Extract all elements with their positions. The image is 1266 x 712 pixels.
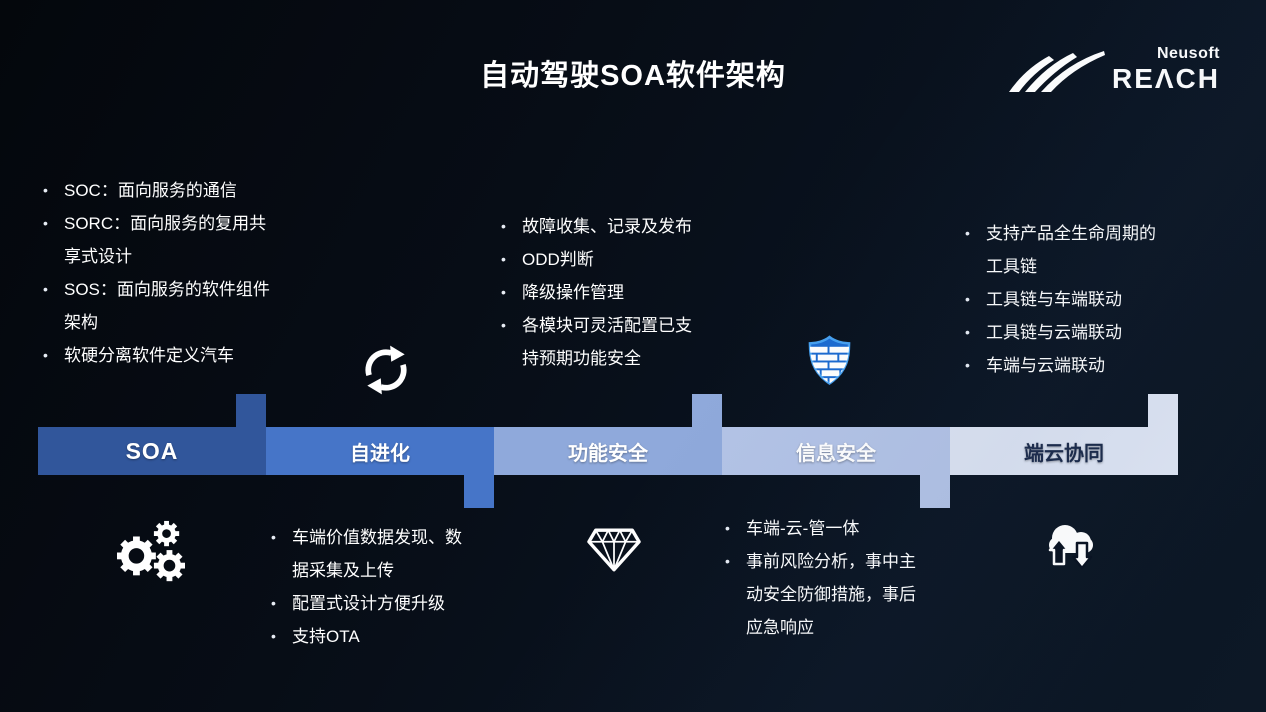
bullet-item: 车端与云端联动 — [962, 349, 1170, 382]
bullet-item: 支持OTA — [268, 620, 476, 653]
bullet-item: 故障收集、记录及发布 — [498, 210, 706, 243]
bullet-item: 车端价值数据发现、数据采集及上传 — [268, 521, 476, 587]
soa-bullet-list: SOC：面向服务的通信 SORC：面向服务的复用共享式设计 SOS：面向服务的软… — [40, 174, 282, 372]
cloud-sync-bullet-list: 支持产品全生命周期的工具链 工具链与车端联动 工具链与云端联动 车端与云端联动 — [962, 217, 1170, 382]
page-title: 自动驾驶SOA软件架构 — [480, 60, 786, 92]
connector-tab — [236, 394, 266, 427]
refresh-icon — [365, 345, 407, 395]
bullet-item: ODD判断 — [498, 243, 706, 276]
pillar-label-info-security: 信息安全 — [796, 442, 876, 465]
bullet-item: 配置式设计方便升级 — [268, 587, 476, 620]
logo-brand-text: REΛCH — [1111, 63, 1220, 94]
pillar-segment-soa: SOA — [38, 394, 266, 475]
connector-tab — [692, 394, 722, 427]
connector-tab — [920, 475, 950, 508]
bullet-item: SORC：面向服务的复用共享式设计 — [40, 207, 282, 273]
pillar-label-soa: SOA — [125, 437, 179, 464]
pillar-segment-self-evolution: 自进化 — [266, 427, 494, 508]
bullet-item: 各模块可灵活配置已支持预期功能安全 — [498, 309, 706, 375]
info-security-bullet-list: 车端-云-管一体 事前风险分析，事中主动安全防御措施，事后应急响应 — [722, 512, 930, 644]
bullet-item: 工具链与云端联动 — [962, 316, 1170, 349]
bullet-item: 事前风险分析，事中主动安全防御措施，事后应急响应 — [722, 545, 930, 644]
pillar-segment-cloud-sync: 端云协同 — [950, 394, 1178, 475]
connector-tab — [464, 475, 494, 508]
pillar-banner: SOA 自进化 功能安全 信息安全 端云协同 — [38, 394, 1178, 508]
cloud-sync-icon — [1048, 525, 1093, 570]
bullet-item: 车端-云-管一体 — [722, 512, 930, 545]
bullet-item: 工具链与车端联动 — [962, 283, 1170, 316]
bullet-item: 支持产品全生命周期的工具链 — [962, 217, 1170, 283]
pillar-label-functional-safety: 功能安全 — [568, 442, 648, 465]
gears-icon — [116, 520, 185, 582]
neusoft-reach-logo: Neusoft REΛCH — [1007, 46, 1220, 93]
functional-safety-bullet-list: 故障收集、记录及发布 ODD判断 降级操作管理 各模块可灵活配置已支持预期功能安… — [498, 210, 706, 375]
pillar-label-self-evolution: 自进化 — [350, 442, 410, 465]
bullet-item: SOC：面向服务的通信 — [40, 174, 282, 207]
logo-company-text: Neusoft — [1156, 45, 1220, 62]
road-swoosh-icon — [1008, 51, 1105, 92]
shield-icon — [808, 335, 851, 385]
bullet-item: 软硬分离软件定义汽车 — [40, 339, 282, 372]
connector-tab — [1148, 394, 1178, 427]
pillar-segment-functional-safety: 功能安全 — [494, 394, 722, 475]
self-evolution-bullet-list: 车端价值数据发现、数据采集及上传 配置式设计方便升级 支持OTA — [268, 521, 476, 653]
bullet-item: SOS：面向服务的软件组件架构 — [40, 273, 282, 339]
pillar-label-cloud-sync: 端云协同 — [1024, 442, 1104, 465]
diamond-icon — [587, 528, 641, 572]
bullet-item: 降级操作管理 — [498, 276, 706, 309]
pillar-segment-info-security: 信息安全 — [722, 427, 950, 508]
